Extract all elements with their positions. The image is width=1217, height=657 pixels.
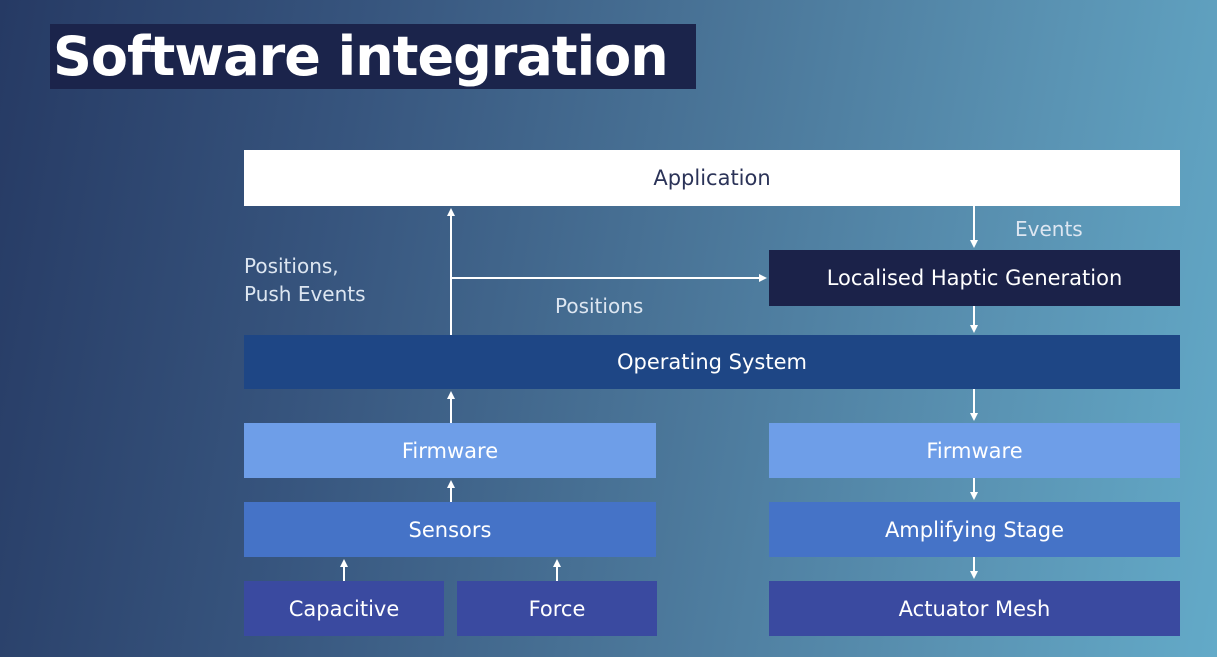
positions-push-line-1: Positions, <box>244 254 339 278</box>
capacitive-block: Capacitive <box>244 581 444 636</box>
application-block: Application <box>244 150 1180 206</box>
sensors-block: Sensors <box>244 502 656 557</box>
slide-title: Software integration <box>50 24 696 89</box>
positions-push-line-2: Push Events <box>244 282 366 306</box>
localised-haptic-generation-block: Localised Haptic Generation <box>769 250 1180 306</box>
amplifying-stage-block: Amplifying Stage <box>769 502 1180 557</box>
positions-push-events-edge-label: Positions, Push Events <box>244 252 366 308</box>
actuator-mesh-block: Actuator Mesh <box>769 581 1180 636</box>
events-edge-label: Events <box>1015 217 1083 241</box>
force-block: Force <box>457 581 657 636</box>
positions-edge-label: Positions <box>555 294 644 318</box>
operating-system-block: Operating System <box>244 335 1180 389</box>
firmware-output-block: Firmware <box>769 423 1180 478</box>
firmware-input-block: Firmware <box>244 423 656 478</box>
